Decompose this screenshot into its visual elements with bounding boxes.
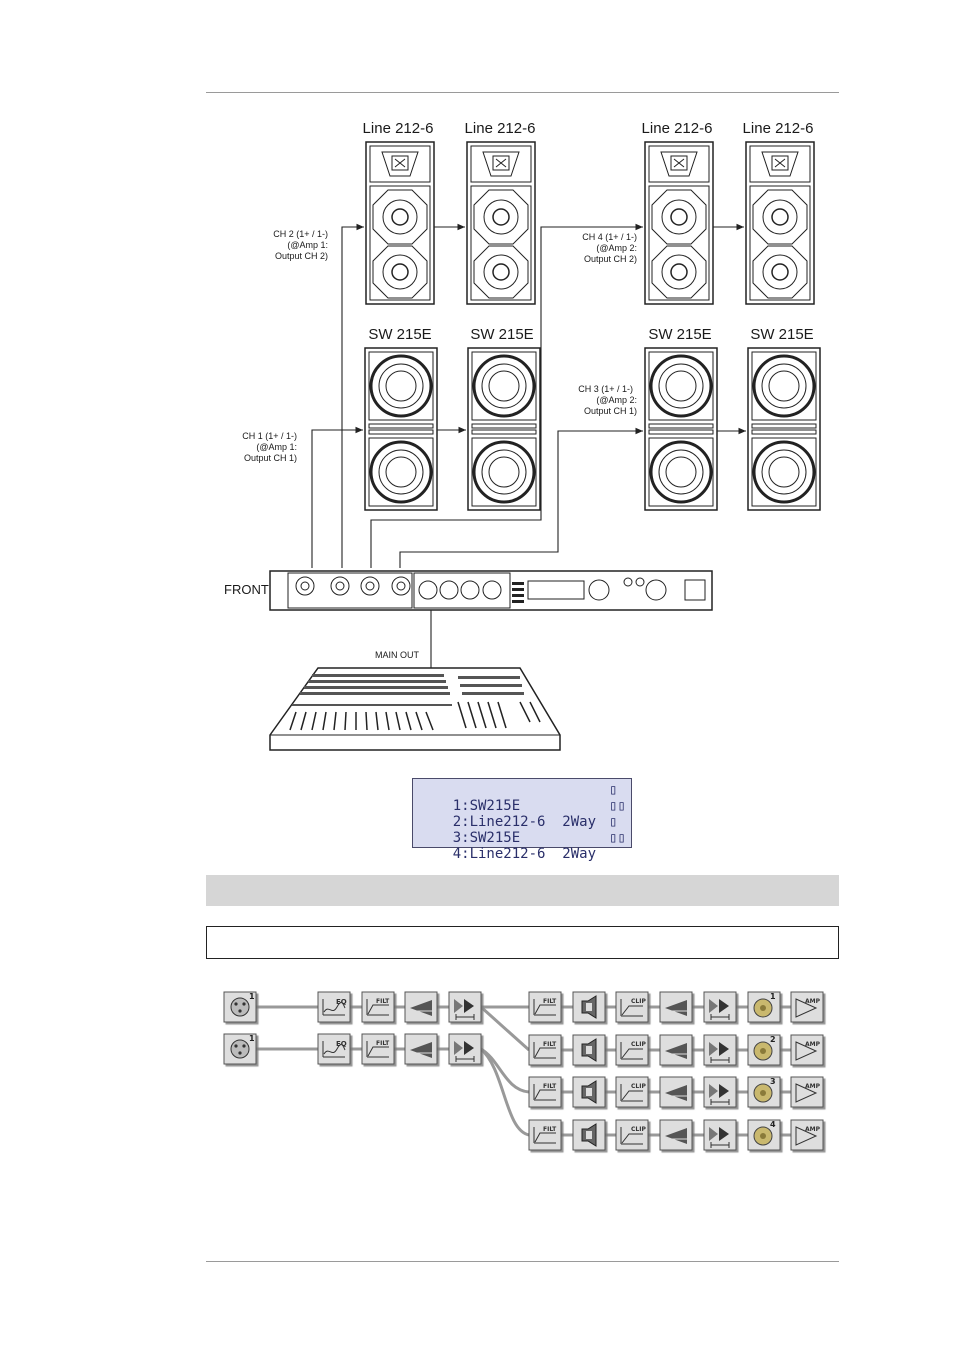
- lcd-row: 3:SW215E ▯: [419, 814, 631, 846]
- speaker-title-sub-1: SW 215E: [368, 326, 431, 343]
- output-number: 2: [770, 1035, 776, 1044]
- delay-icon: [704, 992, 736, 1022]
- output-number: 4: [770, 1120, 776, 1129]
- speaker-icon: [573, 1035, 605, 1065]
- limiter-icon: [616, 992, 648, 1022]
- lcd-row: 2:Line212-6 2Way ▯▯: [419, 798, 631, 830]
- lcd-row-text: 4:Line212-6 2Way: [452, 846, 597, 862]
- ch1-label-2: (@Amp 1:: [256, 442, 297, 452]
- ch3-label-3: Output CH 1): [584, 406, 637, 416]
- speaker-title-line-3: Line 212-6: [642, 120, 713, 137]
- ch1-label-3: Output CH 1): [244, 453, 297, 463]
- ch3-label-2: (@Amp 2:: [596, 395, 637, 405]
- front-label: FRONT: [224, 582, 269, 597]
- filter-icon: [529, 1077, 561, 1107]
- limiter-icon: [616, 1120, 648, 1150]
- filter-icon: [529, 992, 561, 1022]
- gain-icon: [660, 1035, 692, 1065]
- ch1-label-1: CH 1 (1+ / 1-): [242, 431, 297, 441]
- speaker-title-line-1: Line 212-6: [363, 120, 434, 137]
- speaker-title-sub-4: SW 215E: [750, 326, 813, 343]
- output-row: [529, 1035, 823, 1065]
- input-number: 1: [249, 992, 255, 1001]
- lcd-row-text: 1:SW215E: [452, 798, 521, 814]
- ch4-label-1: CH 4 (1+ / 1-): [582, 232, 637, 242]
- input-number: 1: [249, 1034, 255, 1043]
- speaker-title-sub-2: SW 215E: [470, 326, 533, 343]
- lcd-display: 1:SW215E ▯ 2:Line212-6 2Way ▯▯ 3:SW215E …: [412, 778, 632, 862]
- ch2-label-3: Output CH 2): [275, 251, 328, 261]
- lcd-row-indicator: ▯: [609, 814, 618, 830]
- delay-icon: [704, 1077, 736, 1107]
- bottom-rule: [206, 1261, 839, 1262]
- delay-icon: [704, 1120, 736, 1150]
- output-row: [529, 1077, 823, 1107]
- lcd-row-text: 2:Line212-6 2Way: [452, 814, 597, 830]
- lcd-row-indicator: ▯: [609, 782, 618, 798]
- limiter-icon: [616, 1035, 648, 1065]
- gain-icon: [660, 992, 692, 1022]
- output-number: 3: [770, 1077, 776, 1086]
- speaker-title-line-2: Line 212-6: [465, 120, 536, 137]
- ch3-label-1: CH 3 (1+ / 1-): [578, 384, 633, 394]
- wiring-diagram: Line 212-6 Line 212-6 Line 212-6 Line 21…: [224, 120, 822, 751]
- amp-icon: [791, 992, 823, 1022]
- main-out-label: MAIN OUT: [375, 650, 420, 660]
- gain-icon: [405, 1034, 437, 1064]
- eq-icon: [318, 1034, 350, 1064]
- gain-icon: [405, 992, 437, 1022]
- delay-icon: [449, 992, 481, 1022]
- filter-icon: [529, 1120, 561, 1150]
- lcd-row-indicator: ▯▯: [609, 798, 626, 814]
- signal-chain-diagram: EQ FILT CLIP: [0, 0, 954, 1260]
- lcd-row: 4:Line212-6 2Way ▯▯: [419, 830, 631, 862]
- ch4-label-2: (@Amp 2:: [596, 243, 637, 253]
- limiter-icon: [616, 1077, 648, 1107]
- top-rule: [206, 92, 839, 93]
- output-number: 1: [770, 992, 776, 1001]
- speaker-icon: [573, 992, 605, 1022]
- amplifier-front-panel: [269, 570, 713, 611]
- section-heading-bar: [206, 875, 839, 906]
- amp-icon: [791, 1077, 823, 1107]
- amp-icon: [791, 1120, 823, 1150]
- mixing-console: [269, 667, 561, 751]
- eq-icon: [318, 992, 350, 1022]
- delay-icon: [704, 1035, 736, 1065]
- gain-icon: [660, 1077, 692, 1107]
- speaker-title-sub-3: SW 215E: [648, 326, 711, 343]
- filter-icon: [362, 992, 394, 1022]
- speaker-icon: [573, 1077, 605, 1107]
- caption-box: [206, 926, 839, 959]
- gain-icon: [660, 1120, 692, 1150]
- lcd-row-text: 3:SW215E: [452, 830, 521, 846]
- filter-icon: [529, 1035, 561, 1065]
- output-row: [529, 992, 823, 1022]
- ch2-label-2: (@Amp 1:: [287, 240, 328, 250]
- output-row: [529, 1120, 823, 1150]
- speaker-title-line-4: Line 212-6: [743, 120, 814, 137]
- speaker-icon: [573, 1120, 605, 1150]
- lcd-row-indicator: ▯▯: [609, 830, 626, 846]
- lcd-row: 1:SW215E ▯: [419, 782, 631, 814]
- filter-icon: [362, 1034, 394, 1064]
- ch2-label-1: CH 2 (1+ / 1-): [273, 229, 328, 239]
- delay-icon: [449, 1034, 481, 1064]
- amp-icon: [791, 1035, 823, 1065]
- ch4-label-3: Output CH 2): [584, 254, 637, 264]
